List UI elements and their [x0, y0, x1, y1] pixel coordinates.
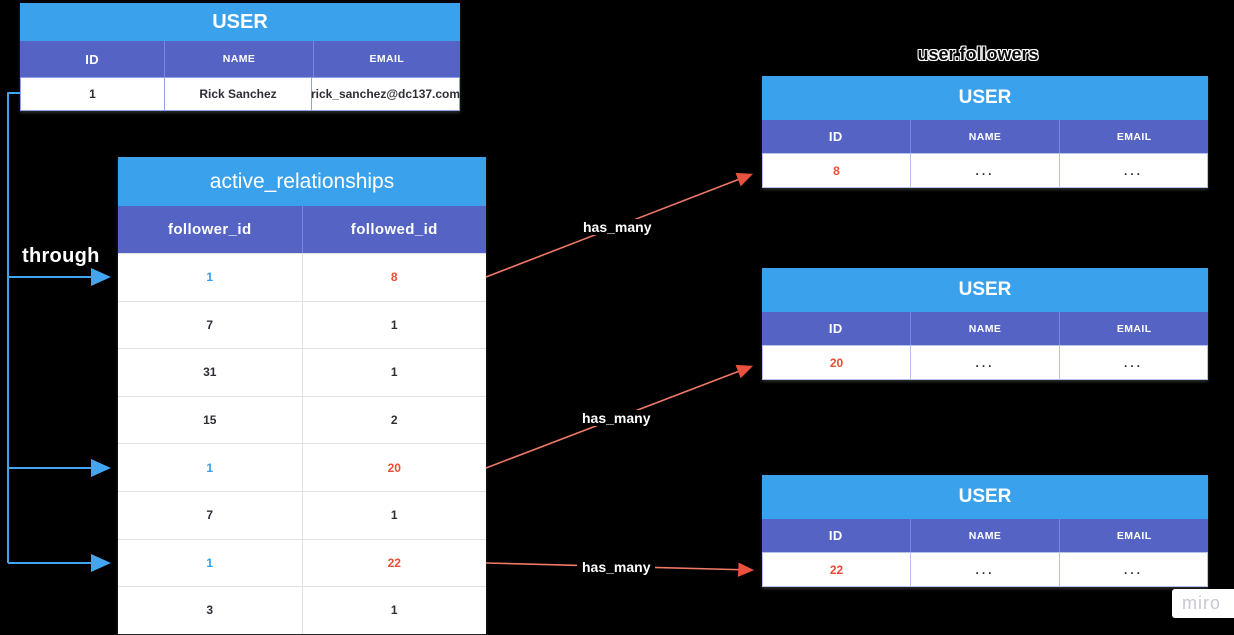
cell-follower-id: 7	[118, 301, 303, 349]
user-row-email: rick_sanchez@dc137.com	[310, 87, 461, 101]
has-many-label-1[interactable]: has_many	[578, 219, 657, 235]
cell-follower-id: 1	[118, 444, 303, 491]
cell-name: ...	[911, 553, 1060, 586]
col-email: EMAIL	[1116, 322, 1152, 335]
user-col-email: EMAIL	[369, 53, 405, 65]
col-name: NAME	[911, 519, 1061, 552]
cell-followed-id: 1	[390, 365, 398, 380]
user-table[interactable]: USER ID NAME EMAIL 1 Rick Sanchez rick_s…	[20, 3, 460, 111]
has-many-label-2[interactable]: has_many	[577, 410, 656, 426]
cell-follower-id: 7	[118, 491, 303, 539]
has-many-label-3[interactable]: has_many	[577, 559, 656, 575]
col-name: NAME	[911, 120, 1061, 153]
follower-table-header-row: ID NAME EMAIL	[762, 519, 1208, 552]
col-id: ID	[762, 312, 911, 345]
col-name: NAME	[911, 312, 1061, 345]
cell-id: 22	[763, 553, 911, 586]
active-relationships-title: active_relationships	[118, 157, 486, 206]
through-label[interactable]: through	[17, 245, 105, 268]
table-row: 1 8	[118, 253, 486, 301]
active-relationships-header-row: follower_id followed_id	[118, 206, 486, 253]
user-row: 1 Rick Sanchez rick_sanchez@dc137.com	[20, 77, 460, 111]
active-relationships-table[interactable]: active_relationships follower_id followe…	[118, 157, 486, 634]
col-id: ID	[762, 120, 911, 153]
follower-table-22[interactable]: USER ID NAME EMAIL 22 ... ...	[762, 475, 1208, 587]
cell-followed-id: 8	[390, 270, 398, 285]
cell-email: ...	[1123, 355, 1143, 370]
cell-follower-id: 1	[118, 254, 303, 301]
table-row: 7 1	[118, 300, 486, 349]
col-email: EMAIL	[1116, 529, 1152, 542]
cell-followed-id: 20	[387, 460, 401, 475]
cell-follower-id: 15	[118, 396, 303, 444]
user-col-id: ID	[20, 41, 166, 77]
miro-logo[interactable]: miro	[1172, 589, 1234, 618]
user-table-title: USER	[20, 3, 460, 41]
user-col-name: NAME	[165, 41, 314, 77]
col-id: ID	[762, 519, 911, 552]
table-row: 8 ... ...	[762, 153, 1208, 188]
follower-table-title: USER	[762, 475, 1208, 519]
user-row-name: Rick Sanchez	[165, 78, 312, 110]
follower-table-20[interactable]: USER ID NAME EMAIL 20 ... ...	[762, 268, 1208, 380]
table-row: 15 2	[118, 395, 486, 444]
cell-name: ...	[911, 154, 1060, 187]
user-followers-label[interactable]: user.followers	[917, 44, 1039, 64]
follower-table-header-row: ID NAME EMAIL	[762, 120, 1208, 153]
col-email: EMAIL	[1116, 130, 1152, 143]
follower-table-header-row: ID NAME EMAIL	[762, 312, 1208, 345]
follower-table-title: USER	[762, 268, 1208, 312]
table-row: 20 ... ...	[762, 345, 1208, 380]
follower-table-title: USER	[762, 76, 1208, 120]
cell-follower-id: 3	[118, 587, 303, 634]
table-row: 7 1	[118, 490, 486, 539]
cell-followed-id: 2	[390, 413, 398, 428]
cell-followed-id: 1	[390, 317, 398, 332]
col-followed-id: followed_id	[350, 221, 438, 238]
cell-email: ...	[1123, 562, 1143, 577]
cell-email: ...	[1123, 163, 1143, 178]
col-follower-id: follower_id	[118, 206, 303, 253]
table-row: 22 ... ...	[762, 552, 1208, 587]
table-row: 1 22	[118, 538, 486, 587]
table-row: 1 20	[118, 443, 486, 491]
cell-id: 8	[763, 154, 911, 187]
cell-follower-id: 1	[118, 539, 303, 587]
cell-followed-id: 1	[390, 508, 398, 523]
user-row-id: 1	[21, 78, 166, 110]
cell-followed-id: 22	[387, 555, 401, 570]
cell-name: ...	[911, 346, 1060, 379]
cell-id: 20	[763, 346, 911, 379]
cell-follower-id: 31	[118, 349, 303, 396]
table-row: 31 1	[118, 348, 486, 396]
user-table-header-row: ID NAME EMAIL	[20, 41, 460, 77]
follower-table-8[interactable]: USER ID NAME EMAIL 8 ... ...	[762, 76, 1208, 188]
cell-followed-id: 1	[390, 603, 398, 618]
through-connector	[7, 92, 111, 572]
table-row: 3 1	[118, 586, 486, 634]
